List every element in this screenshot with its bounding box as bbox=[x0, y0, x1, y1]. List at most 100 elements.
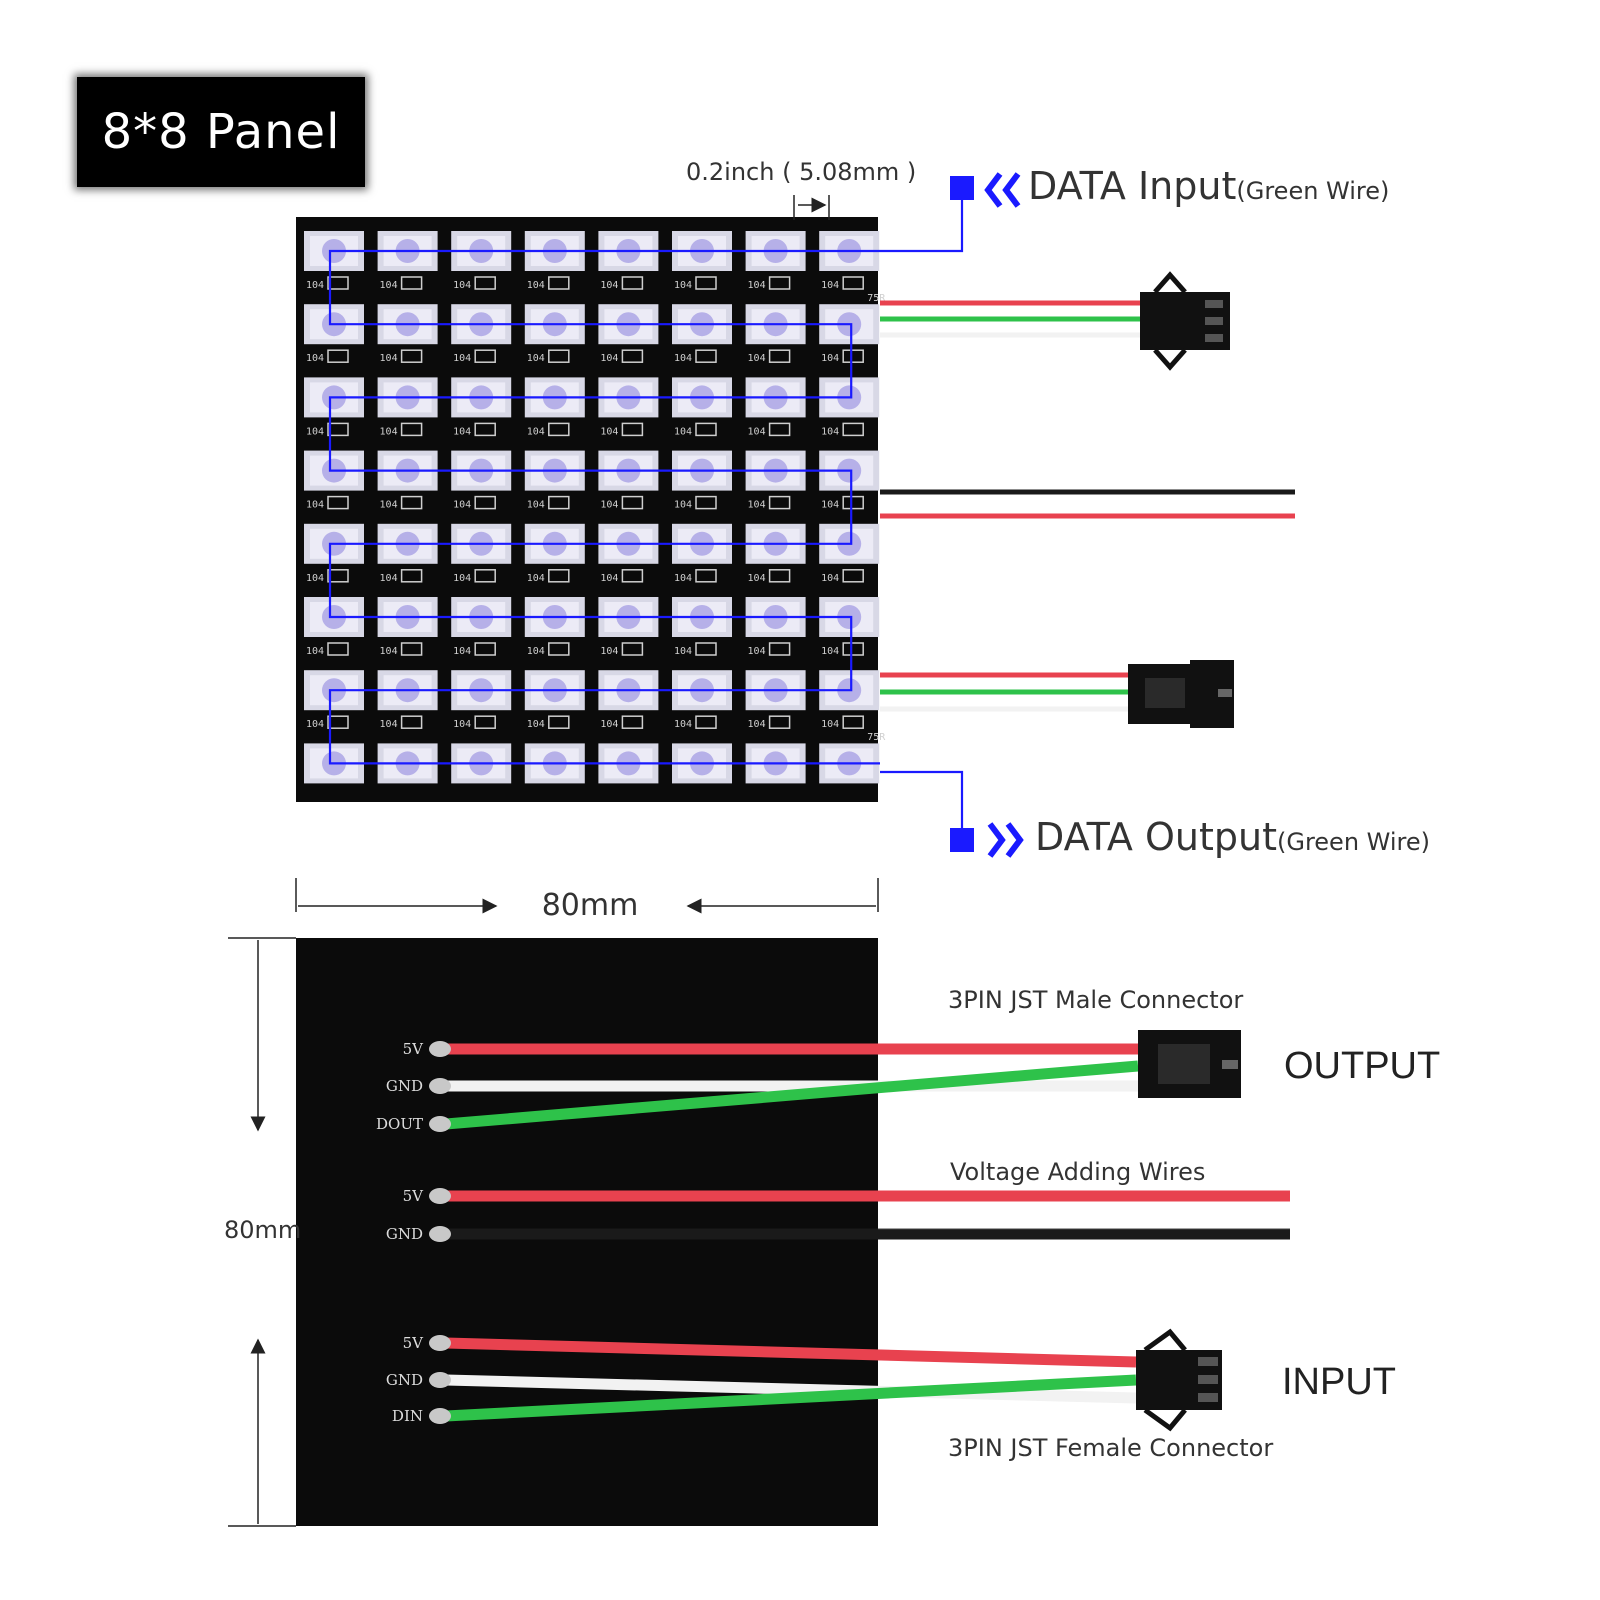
pin-label-in-5v: 5V bbox=[403, 1334, 425, 1352]
double-chevron-right-icon bbox=[987, 822, 1024, 858]
resistor-6-3: 104 bbox=[527, 715, 570, 730]
input-label: INPUT bbox=[1282, 1361, 1396, 1403]
width-label: 80mm bbox=[542, 888, 639, 923]
resistor-code-1-0: 104 bbox=[306, 353, 324, 364]
resistor-1-6: 104 bbox=[748, 349, 791, 364]
resistor-code-4-4: 104 bbox=[600, 573, 618, 584]
resistor-code-4-7: 104 bbox=[821, 573, 839, 584]
resistor-code-3-1: 104 bbox=[380, 500, 398, 511]
resistor-6-7: 104 bbox=[821, 715, 864, 730]
resistor-4-6: 104 bbox=[748, 569, 791, 584]
resistor-3-2: 104 bbox=[453, 495, 496, 511]
pin-label-din: DIN bbox=[392, 1407, 423, 1425]
resistor-code-0-2: 104 bbox=[453, 280, 471, 291]
voltage-wires-label: Voltage Adding Wires bbox=[950, 1158, 1205, 1186]
back-input-wires bbox=[445, 1337, 1137, 1422]
back-output-wires bbox=[445, 1043, 1139, 1130]
resistor-code-2-6: 104 bbox=[748, 426, 766, 437]
resistor-code-3-0: 104 bbox=[306, 500, 324, 511]
resistor-3-1: 104 bbox=[380, 495, 423, 511]
resistor-4-2: 104 bbox=[453, 569, 496, 584]
resistor-code-0-1: 104 bbox=[380, 280, 398, 291]
resistor-3-3: 104 bbox=[527, 495, 570, 511]
resistor-2-1: 104 bbox=[380, 422, 423, 437]
data-input-marker bbox=[880, 172, 1021, 253]
resistor-code-2-7: 104 bbox=[821, 426, 839, 437]
front-top-wires bbox=[880, 300, 1140, 338]
pin-label-out-5v: 5V bbox=[403, 1040, 425, 1058]
resistor-6-0: 104 bbox=[306, 715, 349, 730]
resistor-code-2-5: 104 bbox=[674, 426, 692, 437]
female-connector-label: 3PIN JST Female Connector bbox=[948, 1434, 1273, 1462]
resistor-code-3-2: 104 bbox=[453, 500, 471, 511]
resistor-2-0: 104 bbox=[306, 422, 349, 437]
data-input-square-icon bbox=[950, 176, 974, 200]
resistor-code-1-7: 104 bbox=[821, 353, 839, 364]
resistor-1-1: 104 bbox=[380, 349, 423, 364]
resistor-1-7: 104 bbox=[821, 349, 864, 364]
resistor-5-1: 104 bbox=[380, 642, 423, 657]
data-output-square-icon bbox=[950, 828, 974, 852]
resistor-5-3: 104 bbox=[527, 642, 570, 657]
back-voltage-wires bbox=[446, 1190, 1290, 1240]
output-jst-male-connector bbox=[1138, 1030, 1241, 1098]
resistor-code-6-6: 104 bbox=[748, 719, 766, 730]
resistor-code-0-7: 104 bbox=[821, 280, 839, 291]
resistor-2-5: 104 bbox=[674, 422, 717, 437]
resistor-code-5-0: 104 bbox=[306, 646, 324, 657]
resistor-code-4-3: 104 bbox=[527, 573, 545, 584]
data-input-main: DATA Input bbox=[1028, 164, 1237, 208]
resistor-code-3-4: 104 bbox=[600, 500, 618, 511]
front-top-connector bbox=[1140, 271, 1230, 371]
resistor-3-7: 104 bbox=[821, 495, 864, 511]
resistor-code-1-3: 104 bbox=[527, 353, 545, 364]
resistor-4-7: 104 bbox=[821, 569, 864, 584]
height-dimension bbox=[228, 937, 296, 1527]
resistor-code-5-4: 104 bbox=[600, 646, 618, 657]
pin-label-vol-5v: 5V bbox=[403, 1187, 425, 1205]
resistor-5-7: 104 bbox=[821, 642, 864, 657]
resistor-5-0: 104 bbox=[306, 642, 349, 657]
resistor-code-1-5: 104 bbox=[674, 353, 692, 364]
resistor-6-4: 104 bbox=[600, 715, 644, 730]
resistor-code-0-5: 104 bbox=[674, 280, 692, 291]
height-label: 80mm bbox=[224, 1216, 301, 1244]
resistor-1-5: 104 bbox=[674, 349, 717, 364]
resistor-code-2-4: 104 bbox=[600, 426, 618, 437]
data-input-label: DATA Input(Green Wire) bbox=[1028, 164, 1389, 208]
data-input-sub: (Green Wire) bbox=[1236, 177, 1390, 205]
resistor-1-3: 104 bbox=[527, 349, 570, 364]
resistor-0-1: 104 bbox=[380, 276, 423, 291]
data-trace bbox=[328, 249, 880, 765]
resistor-code-0-6: 104 bbox=[748, 280, 766, 291]
front-bottom-connector bbox=[1128, 660, 1234, 728]
resistor-0-2: 104 bbox=[453, 276, 496, 291]
input-jst-female-connector bbox=[1136, 1328, 1222, 1432]
resistor-0-4: 104 bbox=[600, 276, 644, 291]
resistor-code-5-3: 104 bbox=[527, 646, 545, 657]
front-voltage-wires bbox=[880, 489, 1295, 519]
pin-label-out-gnd: GND bbox=[386, 1077, 423, 1095]
resistor-2-7: 104 bbox=[821, 422, 864, 437]
resistor-4-5: 104 bbox=[674, 569, 717, 584]
resistor-code-6-3: 104 bbox=[527, 719, 545, 730]
resistor-4-3: 104 bbox=[527, 569, 570, 584]
resistor-code-1-6: 104 bbox=[748, 353, 766, 364]
resistor-code-2-0: 104 bbox=[306, 426, 324, 437]
resistor-0-3: 104 bbox=[527, 276, 570, 291]
resistor-1-2: 104 bbox=[453, 349, 496, 364]
resistor-4-4: 104 bbox=[600, 569, 644, 584]
resistor-code-5-1: 104 bbox=[380, 646, 398, 657]
resistor-code-4-6: 104 bbox=[748, 573, 766, 584]
male-connector-label: 3PIN JST Male Connector bbox=[948, 986, 1243, 1014]
resistor-alt-0: 75R bbox=[867, 293, 886, 304]
resistor-5-4: 104 bbox=[600, 642, 644, 657]
spacing-label: 0.2inch ( 5.08mm ) bbox=[686, 158, 917, 186]
resistor-6-5: 104 bbox=[674, 715, 717, 730]
resistor-code-4-0: 104 bbox=[306, 573, 324, 584]
resistor-0-5: 104 bbox=[674, 276, 717, 291]
resistor-code-0-3: 104 bbox=[527, 280, 545, 291]
resistor-3-4: 104 bbox=[600, 495, 644, 511]
data-output-main: DATA Output bbox=[1035, 815, 1277, 859]
